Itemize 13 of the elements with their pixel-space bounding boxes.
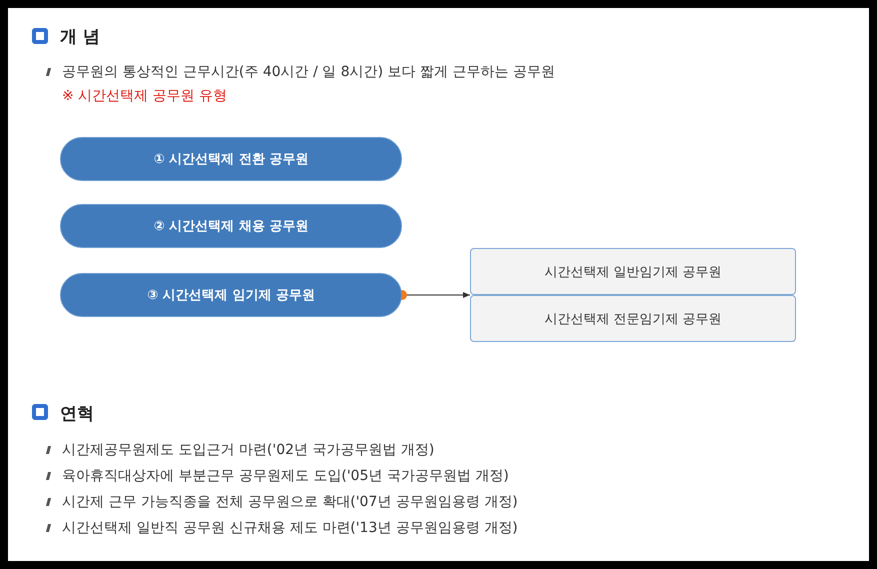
definition-text: 공무원의 통상적인 근무시간(주 40시간 / 일 8시간) 보다 짧게 근무하는 공무원	[62, 63, 555, 81]
section-heading: 연혁	[60, 403, 94, 425]
type-pill: ① 시간선택제 전환 공무원	[60, 137, 402, 181]
note-text: ※ 시간선택제 공무원 유형	[62, 87, 228, 105]
type-pill: ③ 시간선택제 임기제 공무원	[60, 273, 402, 317]
history-item: 시간선택제 일반직 공무원 신규채용 제도 마련('13년 공무원임용령 개정)	[62, 519, 518, 537]
type-pill: ② 시간선택제 채용 공무원	[60, 204, 402, 248]
history-item: 육아휴직대상자에 부분근무 공무원제도 도입('05년 국가공무원법 개정)	[62, 467, 509, 485]
history-item: 시간제공무원제도 도입근거 마련('02년 국가공무원법 개정)	[62, 441, 434, 459]
section-heading: 개 념	[60, 26, 100, 48]
subtype-box: 시간선택제 전문임기제 공무원	[470, 295, 796, 342]
subtype-box: 시간선택제 일반임기제 공무원	[470, 248, 796, 295]
history-item: 시간제 근무 가능직종을 전체 공무원으로 확대('07년 공무원임용령 개정)	[62, 493, 518, 511]
